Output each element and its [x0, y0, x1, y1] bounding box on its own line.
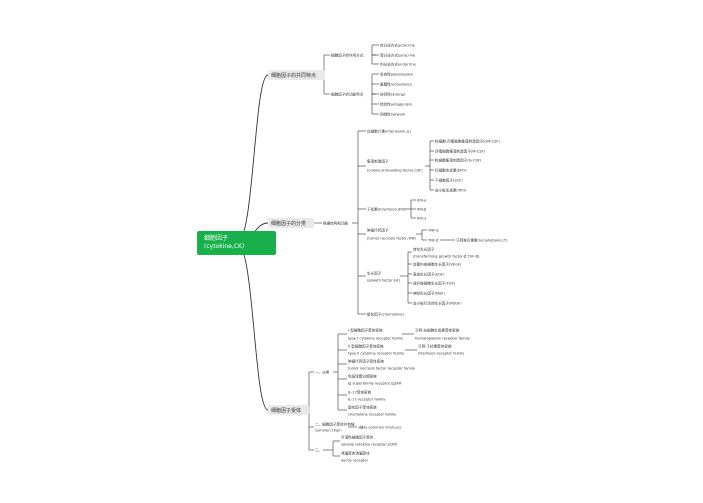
root-node[interactable]: 细胞因子 (cytokine,CK)	[197, 231, 276, 255]
edge-root-b1	[236, 74, 269, 244]
node-csf-2[interactable]: (colony-stimulating factor,CSF)	[367, 169, 423, 173]
node-ngf[interactable]: 神经生长因子(NGF)	[413, 291, 446, 296]
node-b1-2-4[interactable]: 拮抗性antagonism	[380, 102, 413, 107]
node-s1-1[interactable]: 可溶性细胞因子受体	[341, 435, 374, 440]
node-ifn-b[interactable]: IFN-β	[417, 208, 427, 212]
node-r5-2[interactable]: IL-17 receptor family	[348, 398, 386, 402]
node-csf-a[interactable]: 粒细胞-巨噬细胞集落刺激因子(GM-CSF)	[435, 139, 500, 144]
node-b1-1-1[interactable]: 自分泌方式autocrine	[380, 43, 416, 48]
root-node-title: 细胞因子	[204, 235, 229, 242]
node-b1-2-1[interactable]: 多效性pleiotropism	[380, 72, 414, 77]
node-ifn-g[interactable]: IFN-γ	[417, 217, 427, 221]
node-b2[interactable]: 细胞因子的分类	[271, 220, 306, 227]
node-tgf-2[interactable]: (transforming growth factor-β,TGF-β)	[413, 255, 480, 259]
node-s2-1[interactable]: 诱骗受体诱骗受体	[341, 451, 370, 456]
node-c2-1[interactable]: 二、细胞因子受体共有链	[315, 422, 355, 427]
node-r1-1[interactable]: I 型细胞因子受体家族	[348, 328, 383, 333]
node-r2-1[interactable]: II 型细胞因子受体家族	[348, 344, 384, 349]
node-r4-1[interactable]: 免疫球蛋白超家族	[348, 374, 377, 379]
node-pdgf[interactable]: 血小板衍生的生长因子(PDGF)	[413, 301, 462, 306]
node-csf-d[interactable]: 红细胞生成素(EPO)	[435, 168, 467, 173]
node-b1-2-5[interactable]: 网络性network	[380, 112, 406, 117]
node-tnf-2[interactable]: (tumor necrosis factor,TNF)	[367, 237, 417, 241]
node-r6-1[interactable]: 趋化因子受体家族	[348, 405, 377, 410]
node-ifn-a[interactable]: IFN-α	[417, 199, 427, 203]
branch-box-b2	[268, 218, 315, 228]
branch-box-b1	[268, 70, 325, 80]
node-fgf[interactable]: 成纤维细胞生长因子(FGF)	[413, 281, 456, 286]
node-b1-1-3[interactable]: 内分泌方式endocrine	[380, 62, 417, 67]
edge-root-b3	[236, 242, 269, 411]
node-b3[interactable]: 细胞因子受体	[271, 407, 301, 414]
node-c2n[interactable]: γ链(γ common chain,γc)	[358, 425, 402, 430]
node-chemokine[interactable]: 趋化因子(chemokine)	[367, 312, 405, 317]
node-labels: 细胞因子的共同特点 细胞因子的作用方式 自分泌方式autocrine 旁分泌方式par…	[268, 43, 508, 463]
node-csf-e[interactable]: 干细胞因子(SCF)	[435, 178, 463, 183]
node-b1[interactable]: 细胞因子的共同特点	[271, 72, 316, 79]
node-egf[interactable]: 表皮生长因子(EGF)	[413, 272, 445, 277]
node-csf-1[interactable]: 集落刺激因子	[367, 159, 389, 164]
node-r6-2[interactable]: chemokine receptor family	[348, 413, 397, 417]
node-il[interactable]: 白细胞介素(interleukin,IL)	[367, 129, 412, 134]
node-c2-2[interactable]: common chain	[315, 429, 342, 433]
node-b1-2-2[interactable]: 重叠性redundancy	[380, 82, 413, 87]
node-ifn[interactable]: 干扰素(interferon,IFN)	[367, 207, 406, 212]
node-csf-c[interactable]: 粒细胞集落刺激因子(G-CSF)	[435, 158, 482, 163]
node-r1-2[interactable]: type I cytokine receptor family	[348, 337, 404, 341]
node-tgf-1[interactable]: 转化生长因子	[413, 247, 435, 252]
node-c1[interactable]: 一、分类	[315, 370, 330, 375]
node-b1-1-2[interactable]: 旁分泌方式paracrine	[380, 53, 416, 58]
node-b2-1[interactable]: 根据结构和功能	[323, 221, 349, 226]
node-b1-2-3[interactable]: 协同性synergy	[380, 92, 406, 97]
node-r2n-1[interactable]: 又称:干扰素受体家族	[418, 344, 452, 349]
node-tnf-1[interactable]: 肿瘤坏死因子	[367, 228, 389, 233]
node-r4-2[interactable]: Ig superfamily receptor,IgSFR	[348, 382, 402, 386]
node-r3-2[interactable]: tumor necrosis factor receptor family	[348, 367, 416, 371]
root-node-subtitle: (cytokine,CK)	[204, 243, 245, 250]
node-r2-2[interactable]: type II cytokine receptor family	[348, 352, 405, 356]
node-r2n-2[interactable]: interferon receptor family	[418, 352, 465, 356]
node-s1-2[interactable]: soluble cytokine receptor,sCKR	[341, 443, 397, 447]
node-gf-2[interactable]: (growth factor,GF)	[367, 279, 401, 283]
node-lt[interactable]: 又称淋巴毒素(lymphotoxin,LT)	[456, 238, 508, 243]
node-r1n-2[interactable]: hematopoietin receptor family	[415, 337, 471, 341]
node-csf-b[interactable]: 巨噬细胞集落刺激因子(M-CSF)	[435, 149, 486, 154]
node-b1-2[interactable]: 细胞因子的功能特点	[331, 92, 364, 97]
node-c3[interactable]: 三、	[315, 449, 322, 453]
node-tnf-a[interactable]: TNF-α	[427, 229, 439, 233]
node-csf-f[interactable]: 血小板生成素(TPO)	[435, 188, 467, 193]
node-r5-1[interactable]: IL-17受体家族	[348, 390, 372, 395]
node-b1-1[interactable]: 细胞因子的作用方式	[331, 53, 364, 58]
node-gf-1[interactable]: 生长因子	[367, 271, 382, 276]
node-s2-2[interactable]: decoy receptor	[341, 459, 369, 463]
node-vegf[interactable]: 血管内皮细胞生长因子(VEGF)	[413, 262, 462, 267]
node-r3-1[interactable]: 肿瘤坏死因子受体家族	[348, 359, 384, 364]
node-tnf-b[interactable]: TNF-β	[427, 239, 439, 243]
branch-box-b3	[268, 405, 310, 415]
node-r1n-1[interactable]: 又称:血细胞生成素受体家族	[415, 328, 460, 333]
